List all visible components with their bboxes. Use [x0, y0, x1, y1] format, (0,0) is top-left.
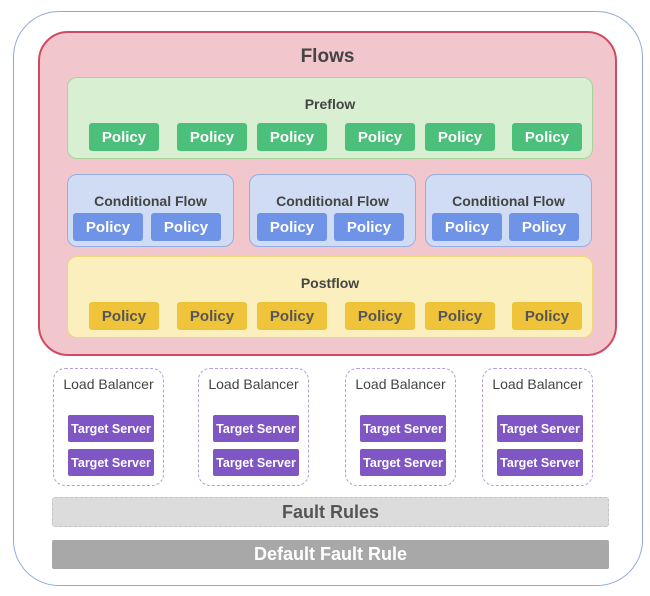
conditional-policy: Policy — [151, 213, 221, 241]
preflow-title: Preflow — [304, 96, 356, 112]
preflow-policy: Policy — [257, 123, 327, 151]
conditional-flow: Conditional Flow Policy Policy — [425, 174, 592, 247]
conditional-policy: Policy — [73, 213, 143, 241]
flows-title: Flows — [300, 46, 355, 67]
load-balancer-title: Load Balancer — [63, 376, 154, 392]
default-fault-rule-bar: Default Fault Rule — [52, 540, 609, 569]
conditional-flow: Conditional Flow Policy Policy — [249, 174, 416, 247]
target-server: Target Server — [360, 449, 446, 476]
preflow-policy: Policy — [177, 123, 247, 151]
target-server: Target Server — [68, 449, 154, 476]
postflow-policy: Policy — [89, 302, 159, 330]
target-server: Target Server — [213, 449, 299, 476]
conditional-flow-title: Conditional Flow — [452, 193, 565, 209]
conditional-policy: Policy — [432, 213, 502, 241]
postflow-section: Postflow Policy Policy Policy Policy Pol… — [67, 256, 593, 338]
preflow-policy: Policy — [512, 123, 582, 151]
load-balancer: Load Balancer Target Server Target Serve… — [482, 368, 593, 486]
conditional-policy: Policy — [334, 213, 404, 241]
fault-rules-bar: Fault Rules — [52, 497, 609, 527]
preflow-policy: Policy — [89, 123, 159, 151]
preflow-policy: Policy — [345, 123, 415, 151]
target-server: Target Server — [497, 415, 583, 442]
load-balancer-title: Load Balancer — [355, 376, 446, 392]
load-balancer: Load Balancer Target Server Target Serve… — [53, 368, 164, 486]
load-balancer-title: Load Balancer — [208, 376, 299, 392]
postflow-policy: Policy — [512, 302, 582, 330]
conditional-flow-title: Conditional Flow — [276, 193, 389, 209]
conditional-flow: Conditional Flow Policy Policy — [67, 174, 234, 247]
target-server: Target Server — [213, 415, 299, 442]
target-server: Target Server — [68, 415, 154, 442]
preflow-policy: Policy — [425, 123, 495, 151]
postflow-policy: Policy — [345, 302, 415, 330]
target-server: Target Server — [360, 415, 446, 442]
preflow-section: Preflow Policy Policy Policy Policy Poli… — [67, 77, 593, 159]
postflow-title: Postflow — [300, 275, 360, 291]
postflow-policy: Policy — [257, 302, 327, 330]
postflow-policy: Policy — [177, 302, 247, 330]
postflow-policy: Policy — [425, 302, 495, 330]
conditional-policy: Policy — [257, 213, 327, 241]
load-balancer-title: Load Balancer — [492, 376, 583, 392]
target-server: Target Server — [497, 449, 583, 476]
load-balancer: Load Balancer Target Server Target Serve… — [198, 368, 309, 486]
conditional-flow-title: Conditional Flow — [94, 193, 207, 209]
conditional-policy: Policy — [509, 213, 579, 241]
load-balancer: Load Balancer Target Server Target Serve… — [345, 368, 456, 486]
